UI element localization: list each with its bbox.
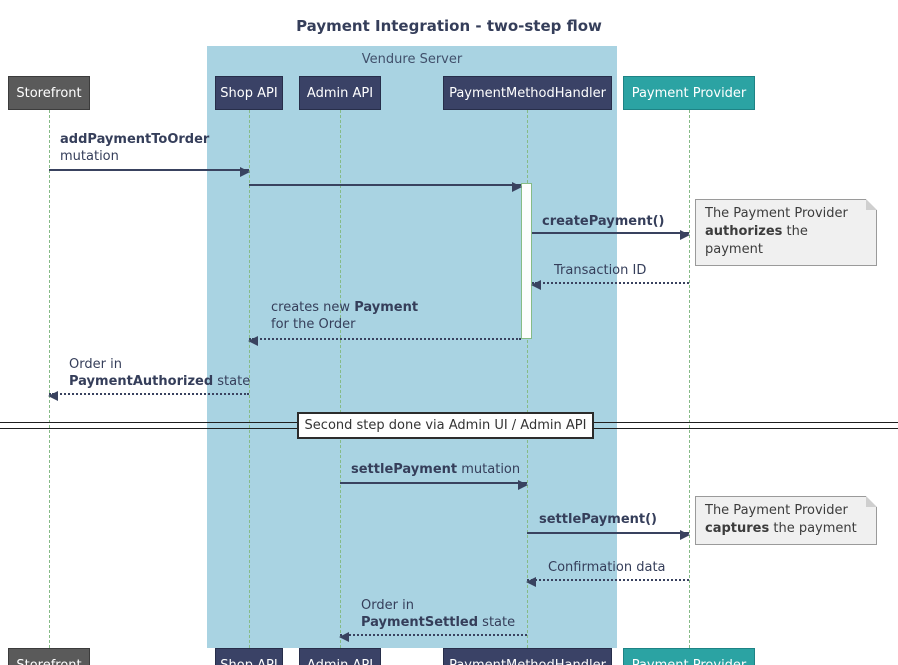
arrowhead-icon bbox=[531, 280, 541, 290]
message-text: settlePayment bbox=[351, 462, 458, 477]
arrowhead-icon bbox=[240, 167, 250, 177]
message-text: mutation bbox=[60, 149, 119, 164]
message-label-create-payment: createPayment() bbox=[542, 213, 664, 230]
lifeline-admin-api bbox=[340, 110, 341, 648]
lifeline-shop-api bbox=[249, 110, 250, 648]
message-text: state bbox=[478, 615, 516, 630]
message-label-transaction-id: Transaction ID bbox=[554, 262, 646, 279]
arrowhead-icon bbox=[680, 530, 690, 540]
note-text: The Payment Provider bbox=[705, 503, 848, 518]
participant-storefront: Storefront bbox=[8, 76, 90, 110]
arrowhead-icon bbox=[339, 632, 349, 642]
divider-box: Second step done via Admin UI / Admin AP… bbox=[297, 412, 594, 439]
note-text: authorizes bbox=[705, 224, 783, 239]
message-label-settle-payment-mutation: settlePayment mutation bbox=[351, 461, 520, 478]
message-arrow-payment-created bbox=[248, 336, 521, 346]
participant-admin-api: Admin API bbox=[299, 76, 381, 110]
message-arrow-order-settled bbox=[339, 632, 527, 642]
message-label-add-payment: addPaymentToOrder mutation bbox=[60, 131, 209, 165]
divider-label: Second step done via Admin UI / Admin AP… bbox=[304, 418, 587, 433]
note-capture: The Payment Provider captures the paymen… bbox=[695, 496, 877, 545]
arrowhead-icon bbox=[526, 577, 536, 587]
message-arrow-forward-to-handler bbox=[249, 182, 522, 192]
message-arrow-add-payment bbox=[49, 167, 250, 177]
message-arrow-transaction-id bbox=[531, 280, 689, 290]
vendure-server-container: Vendure Server bbox=[207, 46, 617, 648]
message-arrow-order-authorized bbox=[48, 391, 249, 401]
message-label-order-authorized: Order in PaymentAuthorized state bbox=[69, 356, 250, 390]
participant-shop-api: Shop API bbox=[215, 76, 283, 110]
participant-payment-provider: Payment Provider bbox=[623, 76, 755, 110]
message-label-confirmation-data: Confirmation data bbox=[548, 559, 666, 576]
vendure-server-label: Vendure Server bbox=[361, 52, 463, 67]
note-text: the payment bbox=[705, 224, 808, 257]
message-text: for the Order bbox=[271, 317, 356, 332]
message-text: addPaymentToOrder bbox=[60, 132, 210, 147]
note-text: the payment bbox=[769, 521, 857, 536]
participant-payment-method-handler-bottom: PaymentMethodHandler bbox=[443, 648, 612, 665]
arrowhead-icon bbox=[518, 480, 528, 490]
message-text: settlePayment() bbox=[539, 512, 657, 527]
note-fold-icon bbox=[866, 496, 877, 507]
message-arrow-settle-payment-call bbox=[527, 530, 690, 540]
message-text: Payment bbox=[354, 300, 419, 315]
message-arrow-create-payment bbox=[532, 230, 690, 240]
message-text: Order in bbox=[361, 598, 414, 613]
note-authorize: The Payment Provider authorizes the paym… bbox=[695, 199, 877, 266]
arrowhead-icon bbox=[512, 182, 522, 192]
note-text: The Payment Provider bbox=[705, 206, 848, 221]
message-text: creates new bbox=[271, 300, 355, 315]
note-text: captures bbox=[705, 521, 770, 536]
message-text: Transaction ID bbox=[554, 263, 647, 278]
participant-payment-method-handler: PaymentMethodHandler bbox=[443, 76, 612, 110]
diagram-title: Payment Integration - two-step flow bbox=[296, 17, 602, 35]
lifeline-storefront bbox=[49, 110, 50, 648]
note-fold-icon bbox=[866, 199, 877, 210]
message-text: Confirmation data bbox=[548, 560, 666, 575]
participant-admin-api-bottom: Admin API bbox=[299, 648, 381, 665]
message-label-payment-created: creates new Payment for the Order bbox=[271, 299, 418, 333]
message-arrow-settle-payment-mutation bbox=[340, 480, 528, 490]
message-text: Order in bbox=[69, 357, 122, 372]
message-text: mutation bbox=[457, 462, 521, 477]
participant-shop-api-bottom: Shop API bbox=[215, 648, 283, 665]
participant-storefront-bottom: Storefront bbox=[8, 648, 90, 665]
message-text: PaymentSettled bbox=[361, 615, 479, 630]
arrowhead-icon bbox=[48, 391, 58, 401]
message-label-order-settled: Order in PaymentSettled state bbox=[361, 597, 515, 631]
participant-payment-provider-bottom: Payment Provider bbox=[623, 648, 755, 665]
lifeline-payment-provider bbox=[689, 110, 690, 648]
arrowhead-icon bbox=[248, 336, 258, 346]
message-label-settle-payment-call: settlePayment() bbox=[539, 511, 657, 528]
lifeline-payment-method-handler bbox=[527, 110, 528, 648]
message-text: createPayment() bbox=[542, 214, 665, 229]
message-text: state bbox=[213, 374, 251, 389]
activation-bar bbox=[521, 183, 532, 339]
message-arrow-confirmation-data bbox=[526, 577, 689, 587]
arrowhead-icon bbox=[680, 230, 690, 240]
message-text: PaymentAuthorized bbox=[69, 374, 214, 389]
